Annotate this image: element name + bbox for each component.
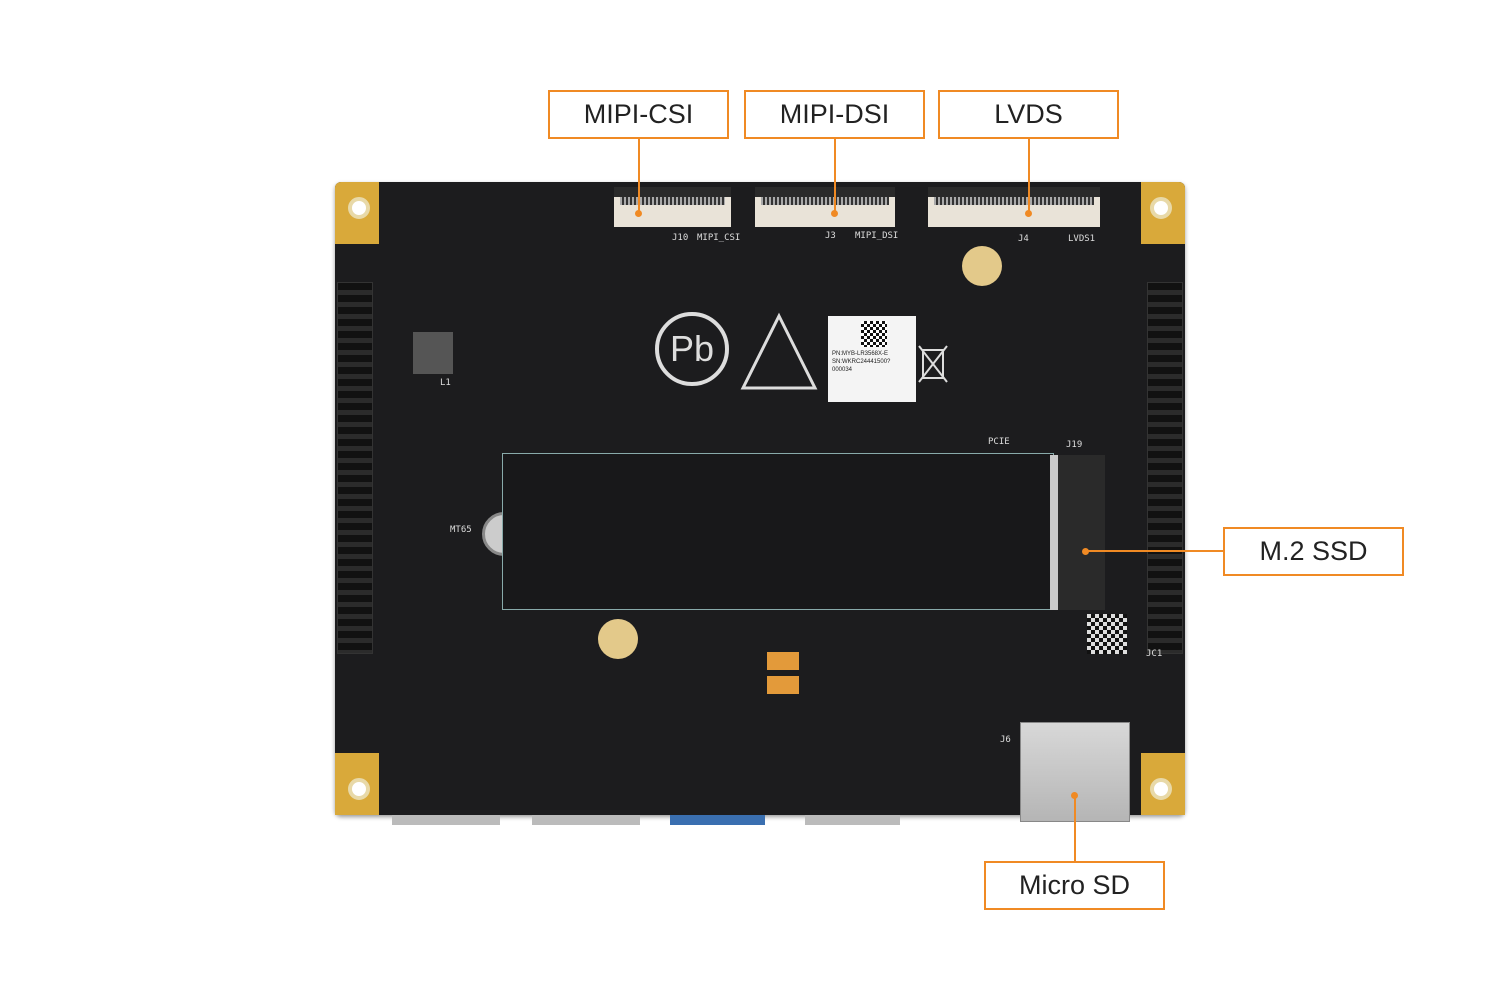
silk-j3: J3: [825, 231, 836, 241]
silk-mipi-csi: MIPI_CSI: [697, 233, 741, 243]
m2-ssd-connector: [1050, 455, 1105, 610]
callout-dot: [1025, 210, 1032, 217]
ethernet-port: [532, 815, 640, 825]
callout-line-lvds: [1028, 138, 1030, 213]
sticker-pn: PN:MYB-LR3568X-E: [832, 351, 889, 357]
silk-lvds1: LVDS1: [1068, 234, 1096, 244]
callout-mipi-dsi: MIPI-DSI: [744, 90, 925, 139]
callout-mipi-csi: MIPI-CSI: [548, 90, 729, 139]
sticker-sn: SN:WKRC24441500?: [832, 359, 891, 365]
silk-j6: J6: [1000, 735, 1011, 745]
mounting-hole: [1150, 778, 1172, 800]
silk-j10: J10: [672, 233, 689, 243]
pin-header-right: [1147, 282, 1183, 654]
pin-header-left: [337, 282, 373, 654]
silk-jc1: JC1: [1146, 649, 1163, 659]
callout-line-mipi-csi: [638, 138, 640, 213]
callout-lvds: LVDS: [938, 90, 1119, 139]
callout-dot: [1071, 792, 1078, 799]
inductor: [413, 332, 453, 374]
usb-port: [670, 815, 765, 825]
product-label-sticker: PN:MYB-LR3568X-E SN:WKRC24441500? 000034: [828, 316, 916, 402]
callout-line-m2-ssd: [1086, 550, 1224, 552]
capacitor: [767, 652, 799, 694]
silk-j19: J19: [1066, 440, 1083, 450]
callout-micro-sd: Micro SD: [984, 861, 1165, 910]
lead-free-icon: Pb: [655, 312, 729, 386]
silk-pcie: PCIE: [988, 437, 1010, 447]
callout-line-micro-sd: [1074, 795, 1076, 861]
silk-mt65: MT65: [450, 525, 472, 535]
ethernet-port: [392, 815, 500, 825]
callout-m2-ssd: M.2 SSD: [1223, 527, 1404, 576]
sticker-code: 000034: [832, 367, 853, 373]
esd-warning-icon: [740, 312, 818, 390]
hdmi-port: [805, 815, 900, 825]
silk-l1: L1: [440, 378, 451, 388]
standoff: [598, 619, 638, 659]
standoff: [962, 246, 1002, 286]
mounting-hole: [348, 778, 370, 800]
m2-ssd-area: [502, 453, 1054, 610]
mounting-hole: [348, 197, 370, 219]
mounting-hole: [1150, 197, 1172, 219]
mipi-dsi-connector: [755, 187, 895, 227]
lvds-connector: [928, 187, 1100, 227]
sticker-qr-code: [861, 321, 887, 347]
qr-code: [1087, 614, 1127, 654]
callout-dot: [635, 210, 642, 217]
mipi-csi-connector: [614, 187, 731, 227]
silk-mipi-dsi: MIPI_DSI: [855, 231, 899, 241]
silk-j4: J4: [1018, 234, 1029, 244]
callout-line-mipi-dsi: [834, 138, 836, 213]
callout-dot: [831, 210, 838, 217]
weee-bin-icon: [918, 345, 948, 383]
callout-dot: [1082, 548, 1089, 555]
